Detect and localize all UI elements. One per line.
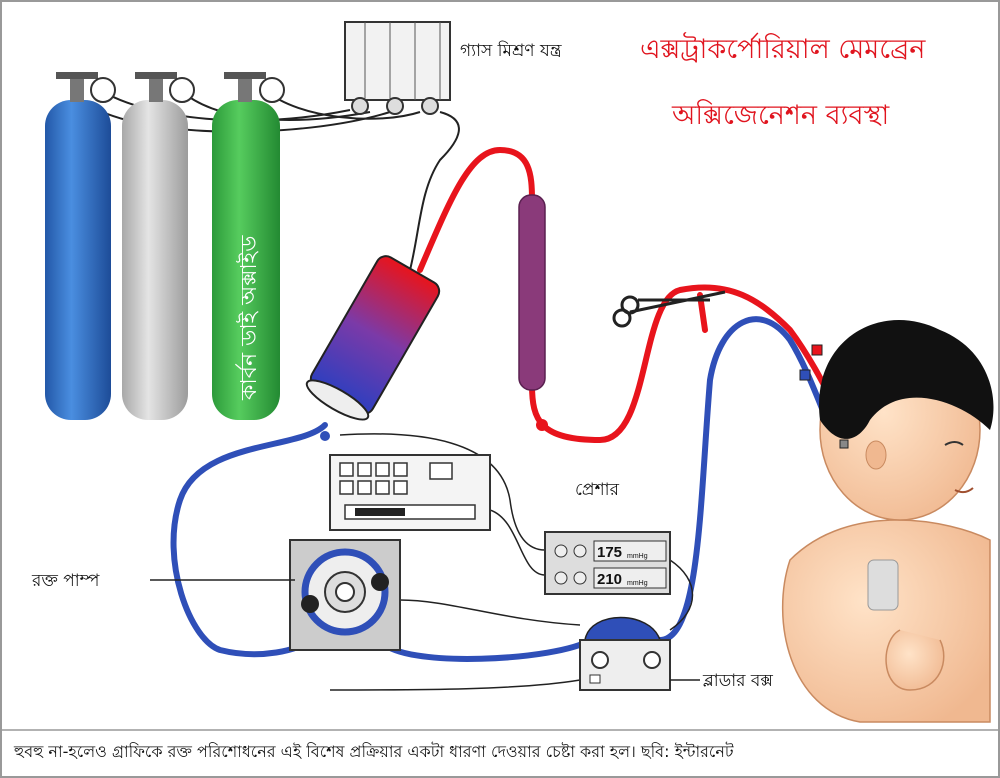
bladder-box bbox=[579, 616, 671, 691]
dressing bbox=[867, 559, 899, 611]
clamp-icon bbox=[612, 290, 726, 328]
oxygenator bbox=[305, 255, 441, 421]
gauge-icon bbox=[169, 77, 195, 103]
connector-icon bbox=[320, 431, 330, 441]
connector-icon bbox=[536, 419, 548, 431]
control-unit bbox=[329, 454, 491, 531]
blood-pump bbox=[289, 539, 401, 651]
pressure-monitor: 175 mmHg 210 mmHg bbox=[544, 531, 671, 595]
infant-patient bbox=[781, 320, 994, 723]
pressure-label: প্রেশার bbox=[575, 480, 620, 500]
co2-tank-label: কার্বন ডাই অক্সাইড bbox=[235, 235, 262, 401]
gas-tank-blue bbox=[45, 72, 116, 420]
blood-pump-label: রক্ত পাম্প bbox=[31, 571, 100, 591]
title-line-2: অক্সিজেনেশন ব্যবস্থা bbox=[671, 99, 890, 131]
pressure-unit-2: mmHg bbox=[627, 580, 648, 587]
gas-tank-gray bbox=[122, 72, 195, 420]
pressure-reading-1: 175 bbox=[597, 544, 622, 561]
heat-exchanger bbox=[518, 194, 546, 391]
gauge-icon bbox=[259, 77, 285, 103]
pressure-reading-2: 210 bbox=[597, 571, 622, 588]
gas-tank-co2: কার্বন ডাই অক্সাইড bbox=[212, 72, 285, 420]
gas-mixer bbox=[344, 21, 451, 115]
gas-mixer-label: গ্যাস মিশ্রণ যন্ত্র bbox=[460, 40, 563, 61]
title-line-1: এক্সট্রাকর্পোরিয়াল মেমব্রেন bbox=[640, 32, 926, 65]
pressure-unit-1: mmHg bbox=[627, 553, 648, 560]
wires bbox=[329, 433, 694, 691]
bladder-box-label: ব্লাডার বক্স bbox=[702, 671, 773, 691]
gauge-icon bbox=[90, 77, 116, 103]
cannula-connectors bbox=[799, 344, 849, 449]
caption: হুবহু না-হলেও গ্রাফিকে রক্ত পরিশোধনের এই… bbox=[13, 742, 734, 761]
